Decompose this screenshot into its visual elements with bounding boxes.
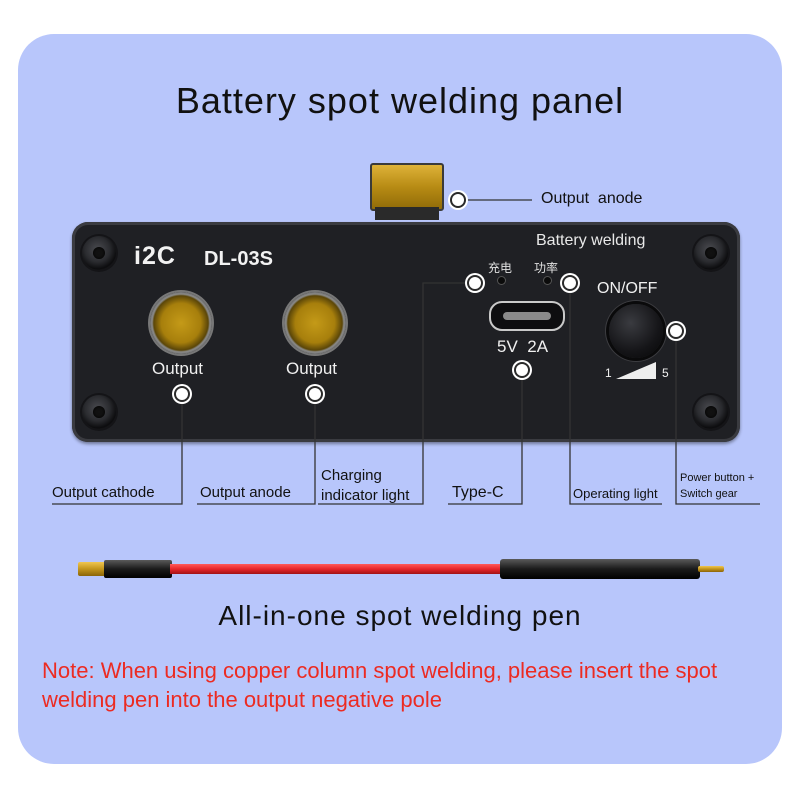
welding-pen-image: [78, 559, 724, 579]
screw-bottom-right-icon: [694, 395, 728, 429]
power-led-icon: [544, 277, 551, 284]
screw-top-left-icon: [82, 236, 116, 270]
callout-dot-operating: [564, 277, 576, 289]
callout-dot-anode: [309, 388, 321, 400]
page-title: Battery spot welding panel: [175, 80, 625, 121]
output-cathode-socket[interactable]: [150, 292, 212, 354]
screw-top-right-icon: [694, 236, 728, 270]
callout-dot-typec: [516, 364, 528, 376]
callout-power-line1: Power button +: [680, 472, 755, 484]
callout-charging-line1: Charging: [321, 467, 382, 484]
callout-dot-top-anode: [452, 194, 464, 206]
gear-max-label: 5: [662, 366, 669, 380]
panel-header: Battery welding: [536, 232, 646, 249]
usage-note: Note: When using copper column spot weld…: [42, 658, 718, 712]
callout-operating: Operating light: [573, 486, 658, 501]
gear-min-label: 1: [605, 366, 612, 380]
callout-typec: Type-C: [452, 484, 504, 501]
callout-anode: Output anode: [200, 484, 291, 501]
model-name: DL-03S: [204, 248, 273, 270]
type-c-spec-label: 5V 2A: [497, 337, 549, 356]
screw-bottom-left-icon: [82, 395, 116, 429]
power-knob-button[interactable]: [609, 304, 663, 358]
pen-title: All-in-one spot welding pen: [218, 600, 582, 631]
brand-logo: i2C: [134, 242, 176, 270]
callout-dot-power: [670, 325, 682, 337]
onoff-label: ON/OFF: [597, 280, 658, 297]
power-led-label: 功率: [534, 261, 559, 275]
output-anode-socket[interactable]: [284, 292, 346, 354]
callout-power-line2: Switch gear: [680, 488, 738, 500]
charge-led-icon: [498, 277, 505, 284]
callout-dot-cathode: [176, 388, 188, 400]
socket-left-label: Output: [152, 359, 204, 378]
type-c-port[interactable]: [489, 301, 565, 331]
callout-dot-charging: [469, 277, 481, 289]
callout-cathode: Output cathode: [52, 484, 155, 501]
socket-right-label: Output: [286, 359, 338, 378]
callout-top-anode: Output anode: [541, 190, 643, 207]
gear-scale-icon: [616, 362, 656, 379]
callout-charging-line2: indicator light: [321, 487, 410, 504]
output-anode-connector: [370, 163, 444, 220]
charge-led-label: 充电: [488, 261, 513, 275]
